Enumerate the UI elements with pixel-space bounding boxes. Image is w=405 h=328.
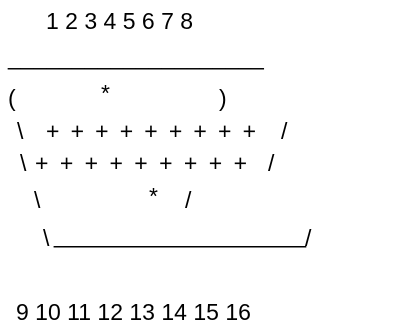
row-1-left-paren: ( xyxy=(8,85,16,111)
top-pin-numbers: 1 2 3 4 5 6 7 8 xyxy=(46,8,193,34)
row-3-pluses: + + + + + + + + + xyxy=(35,150,247,176)
row-2-pluses: + + + + + + + + + xyxy=(46,118,256,144)
row-4-left-edge: \ xyxy=(34,187,41,213)
row-3-right-edge: / xyxy=(268,150,275,176)
row-4-mark: * xyxy=(149,183,158,209)
row-2-right-edge: / xyxy=(281,118,288,144)
bottom-row-left-edge: \ xyxy=(43,225,50,251)
bottom-border-line: ________________ xyxy=(53,222,308,248)
bottom-row-right-edge: / xyxy=(305,225,312,251)
row-1-mark: * xyxy=(101,80,110,106)
row-2-left-edge: \ xyxy=(17,118,24,144)
row-1-right-paren: ) xyxy=(219,85,227,111)
bottom-pin-numbers: 9 10 11 12 13 14 15 16 xyxy=(16,299,251,325)
row-4-right-edge: / xyxy=(185,187,192,213)
top-border-line: ____________________ xyxy=(7,44,265,70)
row-3-left-edge: \ xyxy=(20,150,27,176)
